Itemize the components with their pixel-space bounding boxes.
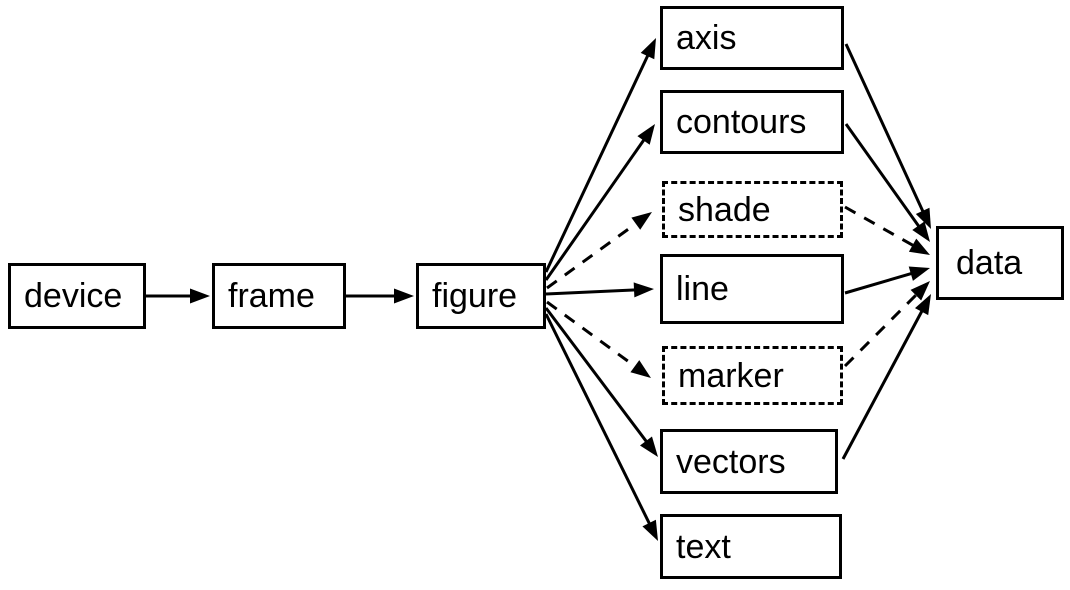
node-shade: shade (662, 181, 843, 238)
arrowhead-marker-data (910, 281, 930, 301)
node-shade-label: shade (678, 190, 771, 229)
edge-figure-shade (546, 212, 652, 290)
node-frame: frame (212, 263, 346, 329)
edge-contours-data (844, 123, 930, 242)
node-vectors: vectors (660, 429, 838, 494)
arrowhead-line-data (908, 266, 930, 281)
arrowhead-figure-text (642, 519, 658, 541)
edge-frame-figure (346, 288, 414, 304)
node-line-label: line (676, 270, 729, 308)
node-line: line (660, 254, 844, 324)
node-figure: figure (416, 263, 546, 329)
arrowhead-figure-axis (640, 38, 656, 60)
arrowhead-figure-contours (637, 124, 655, 145)
arrowhead-figure-line (633, 282, 654, 298)
node-data: data (936, 226, 1064, 300)
node-axis: axis (660, 6, 844, 70)
node-axis-label: axis (676, 19, 737, 57)
edge-figure-line (545, 282, 654, 298)
node-contours-label: contours (676, 103, 807, 141)
node-device: device (8, 263, 146, 329)
node-vectors-label: vectors (676, 442, 786, 481)
edge-figure-marker (546, 300, 651, 378)
edge-figure-contours (544, 124, 655, 281)
arrowhead-vectors-data (914, 294, 931, 316)
edge-figure-axis (544, 38, 656, 273)
node-frame-label: frame (228, 277, 315, 315)
edge-figure-vectors (544, 307, 658, 457)
arrowhead-figure-marker (630, 360, 651, 378)
node-marker-label: marker (678, 356, 784, 395)
node-figure-label: figure (432, 277, 518, 315)
arrowhead-shade-data (908, 238, 930, 255)
edge-device-frame (146, 288, 210, 304)
node-text-label: text (676, 527, 731, 566)
arrowhead-frame-figure (394, 288, 414, 304)
edge-figure-text (544, 313, 658, 541)
edge-marker-data (843, 281, 930, 368)
arrowhead-figure-vectors (639, 436, 658, 457)
node-data-label: data (956, 244, 1023, 282)
arrowhead-figure-shade (631, 212, 652, 230)
node-contours: contours (660, 90, 844, 154)
edge-line-data (844, 266, 930, 295)
arrowhead-contours-data (912, 221, 930, 242)
node-text: text (660, 514, 842, 579)
node-marker: marker (662, 346, 843, 405)
arrowhead-axis-data (915, 207, 931, 229)
edge-axis-data (844, 43, 931, 229)
arrowhead-device-frame (190, 288, 210, 304)
edge-vectors-data (841, 294, 931, 460)
node-device-label: device (24, 277, 123, 315)
edge-shade-data (844, 205, 930, 255)
